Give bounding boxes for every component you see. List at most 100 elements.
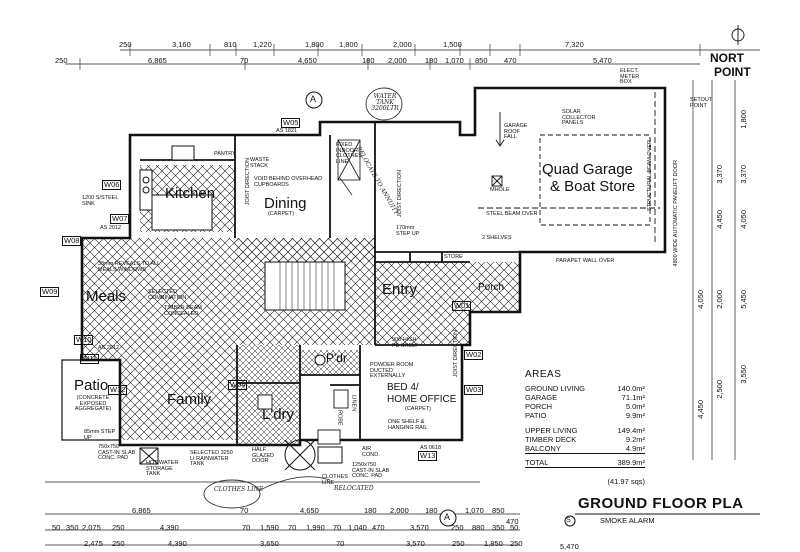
dim-top2-180a: 180 — [362, 56, 375, 65]
dim-right-4050b: 4,050 — [696, 290, 705, 309]
dim-bot2-3570: 3,570 — [410, 523, 429, 532]
right-dimension-lines — [692, 80, 736, 460]
dim-top2-6865: 6,865 — [148, 56, 167, 65]
dim-bot2-50a: 50 — [52, 523, 61, 532]
note-panel-door: 4800 WIDE AUTOMATIC PANELIFT DOOR — [673, 160, 679, 267]
top-dimension-lines — [65, 44, 760, 70]
dim-right-4450: 4,450 — [715, 210, 724, 229]
window-tag-w12: W12 — [108, 385, 128, 395]
dim-bot2-470: 470 — [372, 523, 385, 532]
note-pantry: PANTRY — [214, 151, 236, 157]
dim-bot-4650: 4,650 — [300, 506, 319, 515]
note-step-170: 170mm STEP UP — [396, 225, 420, 237]
window-tag-w04: W04 — [228, 380, 248, 390]
dim-top2-850: 850 — [475, 56, 488, 65]
window-tag-w13: W13 — [418, 451, 438, 461]
note-step-85: 85mm STEP UP — [84, 429, 116, 441]
window-tag-w10: W10 — [74, 335, 94, 345]
dim-top-810: 810 — [224, 40, 237, 49]
dim-bot-1070: 1,070 — [465, 506, 484, 515]
dim-top-1500: 1,500 — [443, 40, 462, 49]
note-steel-beam: STEEL BEAM OVER — [486, 211, 538, 217]
dim-top-1800a: 1,800 — [305, 40, 324, 49]
dim-top2-2000: 2,000 — [388, 56, 407, 65]
dim-bot2-1040: 1,040 — [348, 523, 367, 532]
areas-value: 9.2m² — [625, 435, 645, 444]
areas-table: GROUND LIVING 140.0m² GARAGE 71.1m² PORC… — [525, 384, 645, 489]
dim-bot2-70a: 70 — [242, 523, 251, 532]
dim-top-1800b: 1,800 — [339, 40, 358, 49]
dim-bot2-250b: 250 — [451, 523, 464, 532]
room-bed4: BED 4/ — [387, 382, 419, 393]
dim-bot2-350a: 350 — [66, 523, 79, 532]
room-porch: Porch — [478, 282, 505, 293]
dim-top-2000: 2,000 — [393, 40, 412, 49]
areas-row: PORCH 5.0m² — [525, 402, 645, 411]
areas-row: PATIO 9.9m² — [525, 411, 645, 420]
standard-as0618: AS 0618 — [420, 445, 442, 451]
dim-right-3370a: 3,370 — [715, 165, 724, 184]
north-label-2: POINT — [714, 65, 751, 79]
note-joist-dir-3: JOIST DIRECTION — [453, 330, 459, 378]
areas-squares-row: (41.97 sqs) — [525, 471, 645, 489]
dim-top2-1070: 1,070 — [445, 56, 464, 65]
note-cast-pad-2: 1250x750 CAST-IN SLAB CONC. PAD — [352, 462, 390, 479]
dim-bot-470: 470 — [506, 517, 519, 526]
dining-crossout — [337, 139, 361, 181]
areas-value: 5.0m² — [625, 402, 645, 411]
areas-label: PORCH — [525, 402, 553, 411]
note-fixed-clothes: FIXED INDOOR CLOTHES LINE — [336, 142, 362, 165]
note-timber-beam: TIMBER BEAM CONCEALED — [164, 305, 202, 317]
dim-bot3-250b: 250 — [452, 539, 465, 548]
room-family: Family — [167, 391, 212, 408]
room-dining: Dining — [264, 195, 307, 212]
areas-label: UPPER LIVING — [525, 426, 578, 435]
note-garage-roof: GARAGE ROOF FALL — [504, 123, 528, 140]
room-garage-2: & Boat Store — [550, 178, 636, 195]
note-rain-tank: SELECTED 3250 Lt RAINWATER TANK — [190, 450, 233, 467]
room-powder: P'dr — [326, 351, 347, 365]
note-cast-pad: 750x750 CAST-IN SLAB CONC. PAD — [98, 444, 136, 461]
section-marker-a — [305, 91, 576, 527]
areas-row: UPPER LIVING 149.4m² — [525, 426, 645, 435]
areas-squares: (41.97 sqs) — [607, 477, 645, 486]
interior-walls — [140, 122, 520, 445]
note-meter-box: ELECT. METER BOX — [620, 68, 640, 85]
areas-row: BALCONY 4.9m² — [525, 444, 645, 454]
stair-treads — [279, 262, 335, 310]
dim-bot3-4390: 4,390 — [168, 539, 187, 548]
note-store: STORE — [444, 254, 463, 260]
window-tag-w07: W07 — [110, 214, 130, 224]
dim-bot-180a: 180 — [364, 506, 377, 515]
dim-bot2-250a: 250 — [112, 523, 125, 532]
dim-bot3-250a: 250 — [112, 539, 125, 548]
areas-value: 140.0m² — [617, 384, 645, 393]
areas-heading: AREAS — [525, 369, 562, 380]
dim-top2-70: 70 — [240, 56, 249, 65]
north-arrow — [731, 25, 745, 45]
patio-outline — [61, 359, 121, 441]
dim-bot2-4390: 4,390 — [160, 523, 179, 532]
dim-bot4-5470: 5,470 — [560, 542, 579, 551]
outside-tanks — [139, 439, 343, 471]
note-void: VOID BEHIND OVERHEAD CUPBOARDS — [254, 176, 323, 188]
note-powder: POWDER ROOM DUCTED EXTERNALLY — [370, 362, 414, 379]
laundry-fixtures — [257, 354, 349, 445]
dim-bot-70: 70 — [240, 506, 249, 515]
note-parapet: PARAPET WALL OVER — [556, 258, 615, 264]
note-two-shelves: 2 SHELVES — [482, 235, 512, 241]
note-reveals: 38mm REVEALS TO ALL MEALS WINDOWS — [98, 261, 160, 273]
note-linen: LINEN — [350, 395, 357, 412]
note-air-cond: AIR COND. — [362, 446, 380, 458]
dim-bot2-880: 880 — [472, 523, 485, 532]
dim-right-3550: 3,550 — [739, 365, 748, 384]
room-kitchen: Kitchen — [165, 185, 216, 202]
areas-value: 4.9m² — [625, 444, 645, 453]
room-patio-sub: (CONCRETE EXPOSED AGGREGATE) — [74, 395, 112, 412]
note-solar: SOLAR COLLECTOR PANELS — [562, 109, 596, 126]
dim-bot2-1590: 1,590 — [260, 523, 279, 532]
note-joist-dir-1: JOIST DIRECTION — [245, 158, 251, 206]
note-half-door: HALF GLAZED DOOR — [252, 447, 275, 464]
note-manhole: MHOLE — [490, 187, 510, 193]
